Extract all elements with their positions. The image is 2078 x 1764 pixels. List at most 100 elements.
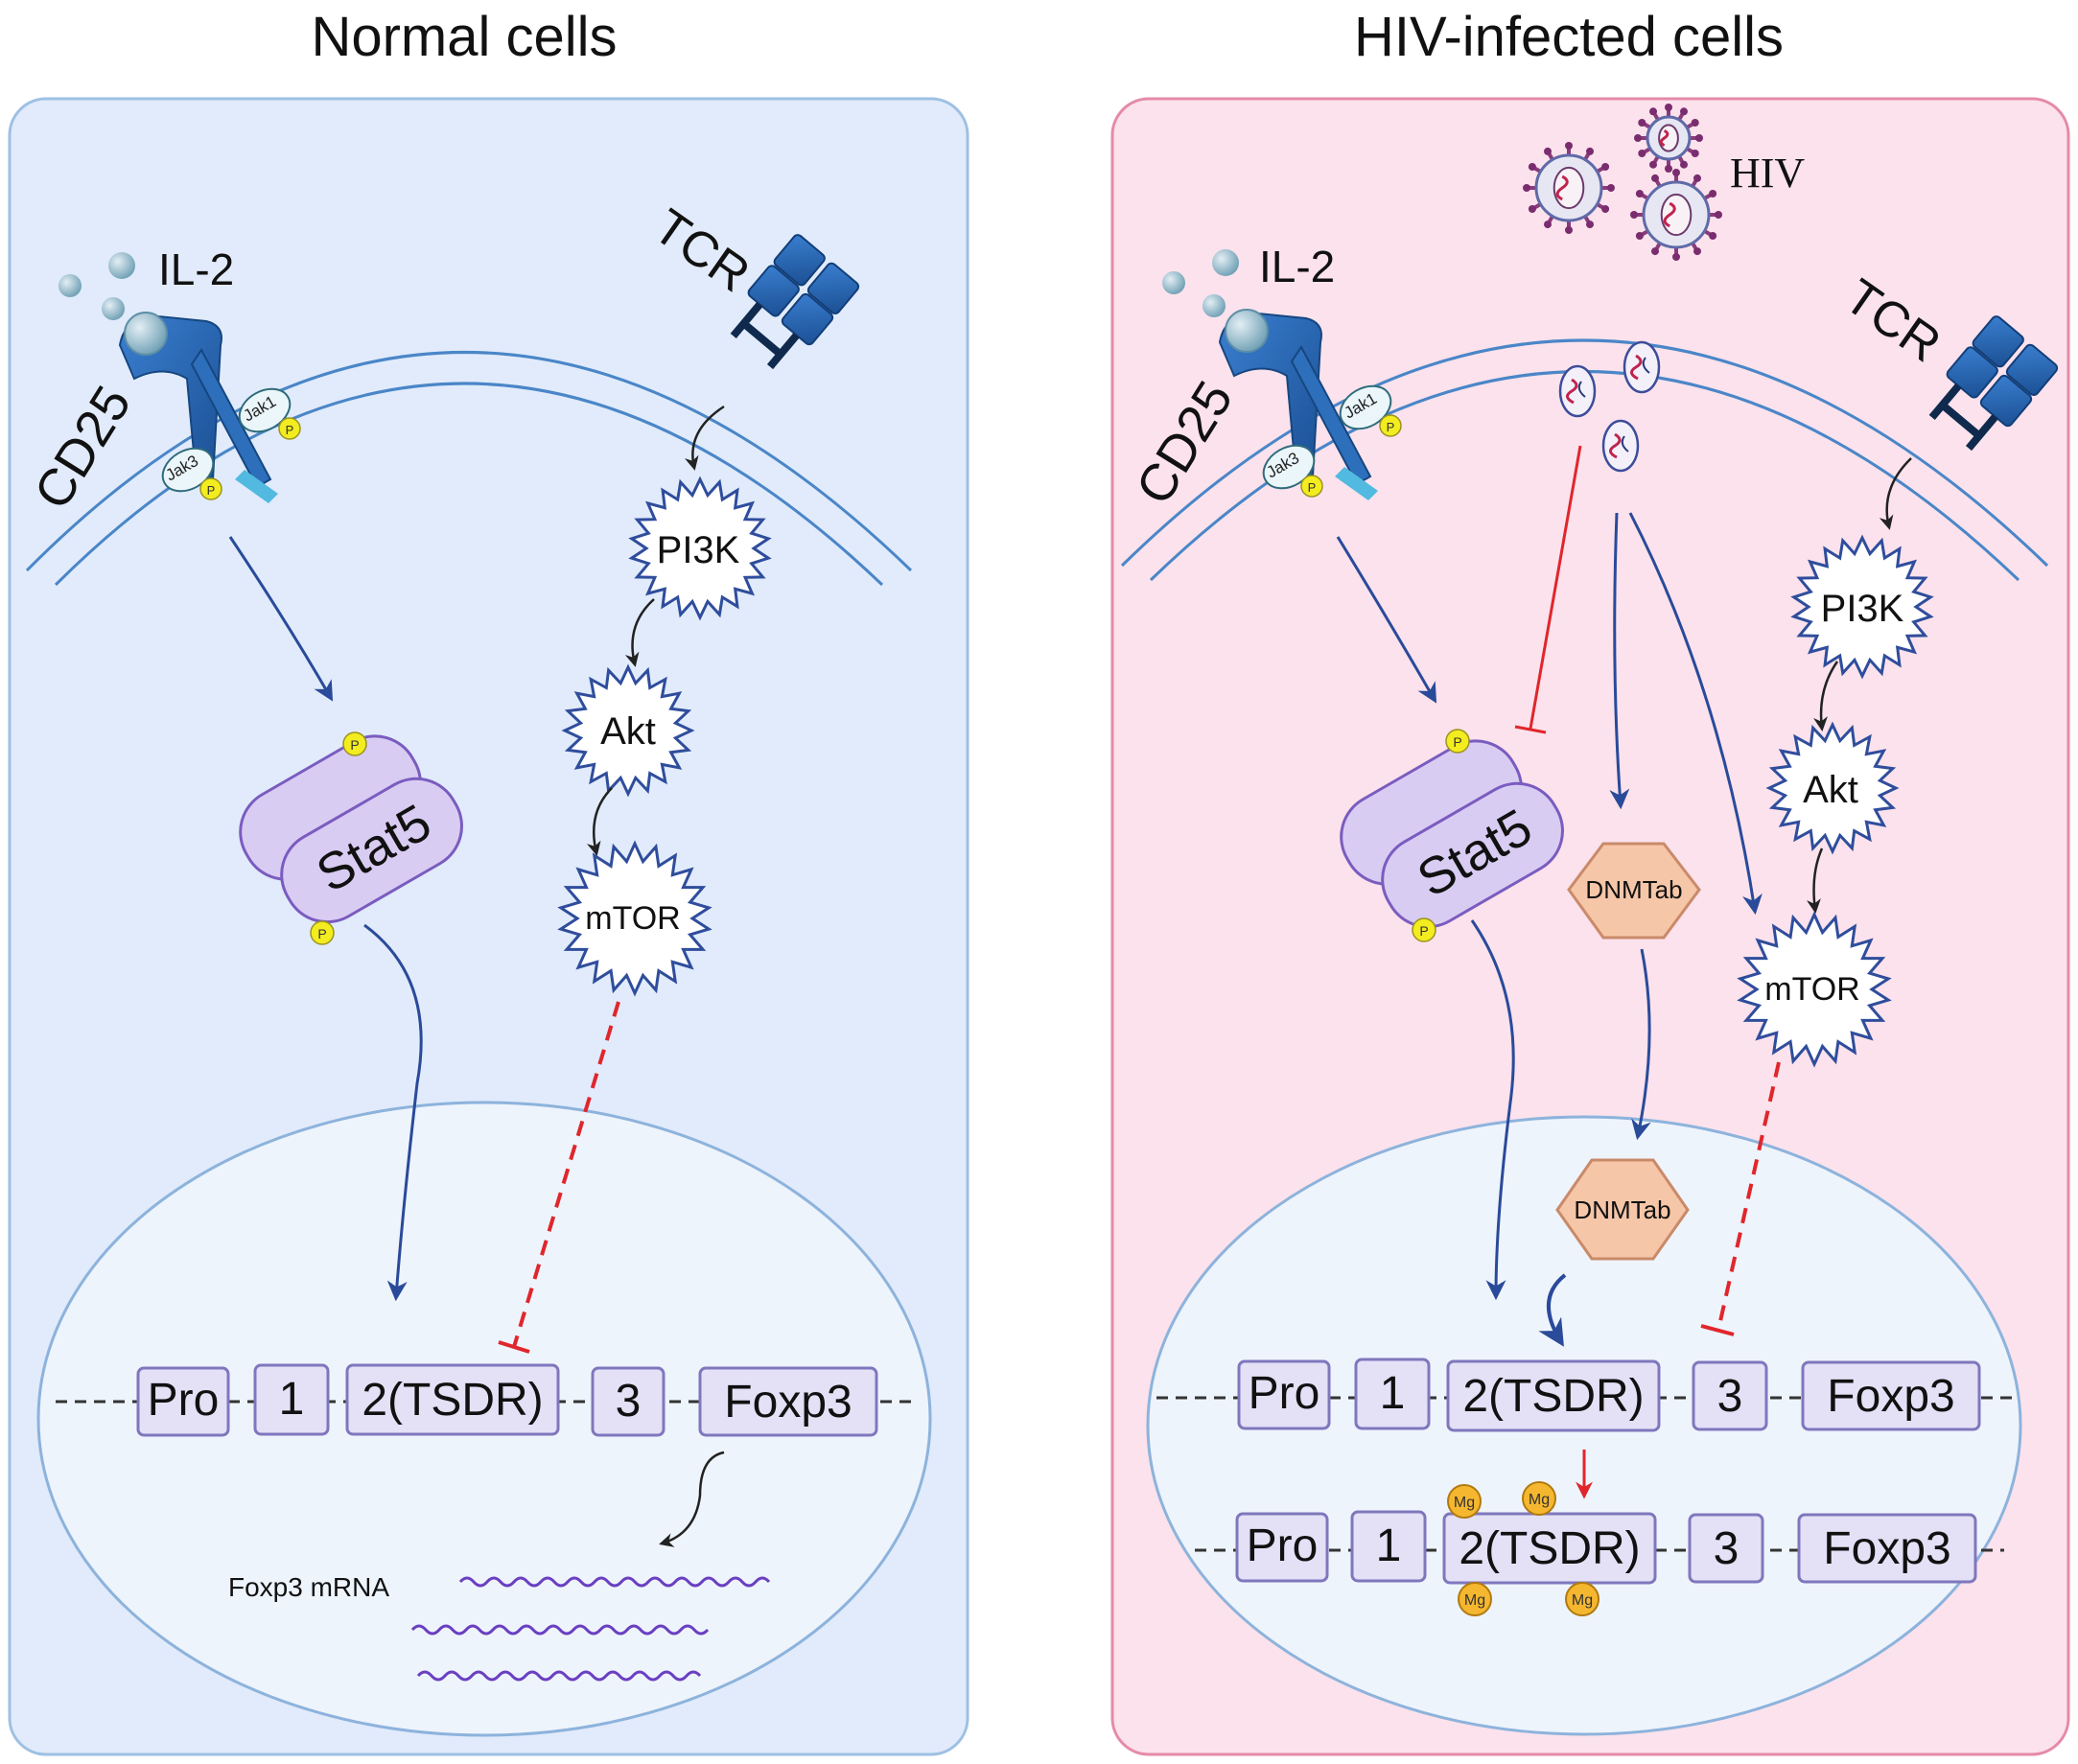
- normal-gene-tsdr-box: [345, 1363, 560, 1436]
- normal-gene-locus: Pro 1 2(TSDR) 3 Foxp3: [136, 1363, 878, 1437]
- svg-text:1: 1: [1380, 1368, 1406, 1419]
- hiv-il2-label: IL-2: [1259, 242, 1335, 291]
- normal-tcr-to-pi3k-arrow: [684, 405, 725, 471]
- normal-mtor-inhibition-bar: [498, 1340, 530, 1354]
- normal-mrna-strand-1: [458, 1576, 771, 1588]
- svg-text:P: P: [317, 926, 326, 941]
- svg-text:P: P: [1453, 734, 1461, 750]
- hiv-dnmt-to-tsdr-arrow: [1538, 1273, 1567, 1347]
- hiv-virion-1: [1523, 142, 1615, 234]
- hiv-intracellular-particle-2: [1623, 340, 1661, 394]
- svg-text:Foxp3: Foxp3: [1827, 1371, 1954, 1422]
- hiv-tcr-to-pi3k-arrow: [1879, 457, 1912, 530]
- normal-mrna-strand-2: [410, 1624, 710, 1636]
- hiv-virus-label: HIV: [1730, 150, 1805, 197]
- svg-text:Mg: Mg: [1572, 1592, 1593, 1609]
- normal-stat5-phospho-top: P: [342, 731, 367, 756]
- hiv-stat5-phospho-top: P: [1445, 729, 1470, 754]
- svg-text:P: P: [1419, 923, 1428, 939]
- hiv-mtor-inhibition-line: [1716, 1061, 1781, 1331]
- normal-gene-foxp3-box: [698, 1366, 878, 1437]
- svg-text:P: P: [207, 483, 216, 498]
- normal-mtor-inhibition-line: [512, 1001, 620, 1348]
- hiv-stat5-inhibition-line: [1529, 445, 1582, 730]
- normal-il2-label: IL-2: [158, 244, 234, 294]
- hiv-dnmt-nucleus-label: DNMTab: [1574, 1195, 1670, 1224]
- hiv-gene-top-tsdr-box: [1446, 1359, 1661, 1432]
- hiv-gene-top-exon1-box: [1354, 1358, 1431, 1430]
- hiv-mtor-label: mTOR: [1764, 971, 1859, 1008]
- hiv-dnmt-to-nucleus-arrow: [1631, 948, 1651, 1141]
- normal-gene-pro-box: [136, 1366, 230, 1437]
- svg-text:Foxp3: Foxp3: [1823, 1523, 1950, 1574]
- normal-cell-membrane-outer: [25, 351, 913, 572]
- normal-il2-ligand-icon: [58, 252, 135, 320]
- hiv-to-dnmt-arrow: [1609, 512, 1630, 810]
- hiv-virion-icon: [1523, 104, 1722, 261]
- normal-akt-to-mtor-arrow: [586, 787, 613, 856]
- hiv-dnmt-nucleus-icon: DNMTab: [1555, 1158, 1690, 1261]
- hiv-gene-locus-bottom: Pro 1 2(TSDR) 3 Foxp3: [1235, 1510, 1977, 1585]
- svg-text:Pro: Pro: [1247, 1520, 1319, 1571]
- normal-mrna-strand-3: [416, 1670, 702, 1682]
- normal-mtor-label: mTOR: [585, 900, 680, 937]
- hiv-pi3k-label: PI3K: [1821, 588, 1904, 630]
- svg-text:3: 3: [1714, 1523, 1739, 1574]
- normal-stat5-to-gene-arrow: [363, 923, 423, 1302]
- svg-text:2(TSDR): 2(TSDR): [362, 1375, 543, 1426]
- svg-text:P: P: [1387, 420, 1395, 434]
- hiv-dnmt-cytoplasm-label: DNMTab: [1585, 875, 1682, 904]
- normal-pi3k-label: PI3K: [657, 529, 740, 571]
- svg-text:Mg: Mg: [1454, 1495, 1475, 1511]
- svg-text:3: 3: [616, 1376, 642, 1427]
- hiv-methyl-group-4: Mg: [1565, 1582, 1599, 1616]
- normal-stat5-dimer-icon: Stat5: [239, 734, 463, 924]
- hiv-gene-bottom-foxp3-box: [1797, 1513, 1977, 1584]
- svg-text:Mg: Mg: [1464, 1592, 1485, 1609]
- hiv-methyl-group-3: Mg: [1458, 1582, 1492, 1616]
- normal-pi3k-to-akt-arrow: [624, 598, 655, 667]
- hiv-gene-top-foxp3-box: [1801, 1360, 1981, 1431]
- normal-il2-to-stat5-arrow: [228, 536, 334, 702]
- hiv-gene-bottom-exon3-box: [1688, 1513, 1764, 1584]
- svg-text:1: 1: [1376, 1520, 1402, 1571]
- hiv-tcr-receptor-icon: [1928, 315, 2059, 452]
- hiv-mtor-kinase-icon: mTOR: [1737, 911, 1892, 1068]
- hiv-jak1-icon: Jak1 P: [1339, 384, 1402, 437]
- svg-text:3: 3: [1717, 1371, 1743, 1422]
- hiv-panel-title: HIV-infected cells: [1354, 6, 1784, 68]
- hiv-stat5-to-gene-arrow: [1470, 919, 1515, 1301]
- hiv-intracellular-particle-3: [1601, 419, 1640, 473]
- hiv-mtor-inhibition-bar: [1700, 1324, 1735, 1336]
- normal-mtor-kinase-icon: mTOR: [557, 840, 712, 997]
- normal-tcr-receptor-icon: [730, 234, 860, 370]
- hiv-pi3k-kinase-icon: PI3K: [1790, 534, 1934, 680]
- normal-cells-panel: Normal cells IL-2 CD25 Jak1 P: [8, 6, 969, 1756]
- hiv-methyl-group-2: Mg: [1522, 1481, 1556, 1516]
- hiv-dnmt-cytoplasm-icon: DNMTab: [1567, 842, 1701, 940]
- normal-cd25-receptor-icon: [118, 312, 278, 503]
- normal-akt-kinase-icon: Akt: [561, 663, 695, 798]
- hiv-cd25-receptor-icon: [1218, 309, 1378, 500]
- hiv-gene-top-pro-box: [1237, 1359, 1331, 1430]
- svg-text:P: P: [1308, 480, 1317, 495]
- hiv-stat5-inhibition-bar: [1514, 725, 1547, 734]
- hiv-akt-kinase-icon: Akt: [1765, 721, 1900, 855]
- normal-jak1-icon: Jak1 P: [238, 387, 301, 440]
- hiv-cells-panel: HIV-infected cells HIV IL-2 CD25 Jak1: [1110, 6, 2070, 1756]
- svg-text:1: 1: [279, 1374, 305, 1425]
- hiv-methyl-group-1: Mg: [1447, 1484, 1482, 1519]
- hiv-akt-to-mtor-arrow: [1807, 847, 1824, 914]
- hiv-stat5-dimer-icon: Stat5: [1340, 739, 1564, 929]
- normal-mrna-label: Foxp3 mRNA: [228, 1572, 389, 1602]
- hiv-gene-bottom-tsdr-box: [1442, 1512, 1657, 1585]
- normal-stat5-phospho-bottom: P: [310, 920, 335, 945]
- svg-text:2(TSDR): 2(TSDR): [1462, 1371, 1644, 1422]
- hiv-intracellular-particle-1: [1558, 364, 1597, 418]
- hiv-intracellular-particles-icon: [1558, 340, 1661, 473]
- hiv-gene-top-exon3-box: [1692, 1360, 1768, 1431]
- svg-text:P: P: [286, 423, 294, 437]
- hiv-cell-membrane-outer: [1120, 338, 2049, 568]
- hiv-virion-2: [1634, 104, 1703, 173]
- svg-text:Foxp3: Foxp3: [724, 1377, 852, 1427]
